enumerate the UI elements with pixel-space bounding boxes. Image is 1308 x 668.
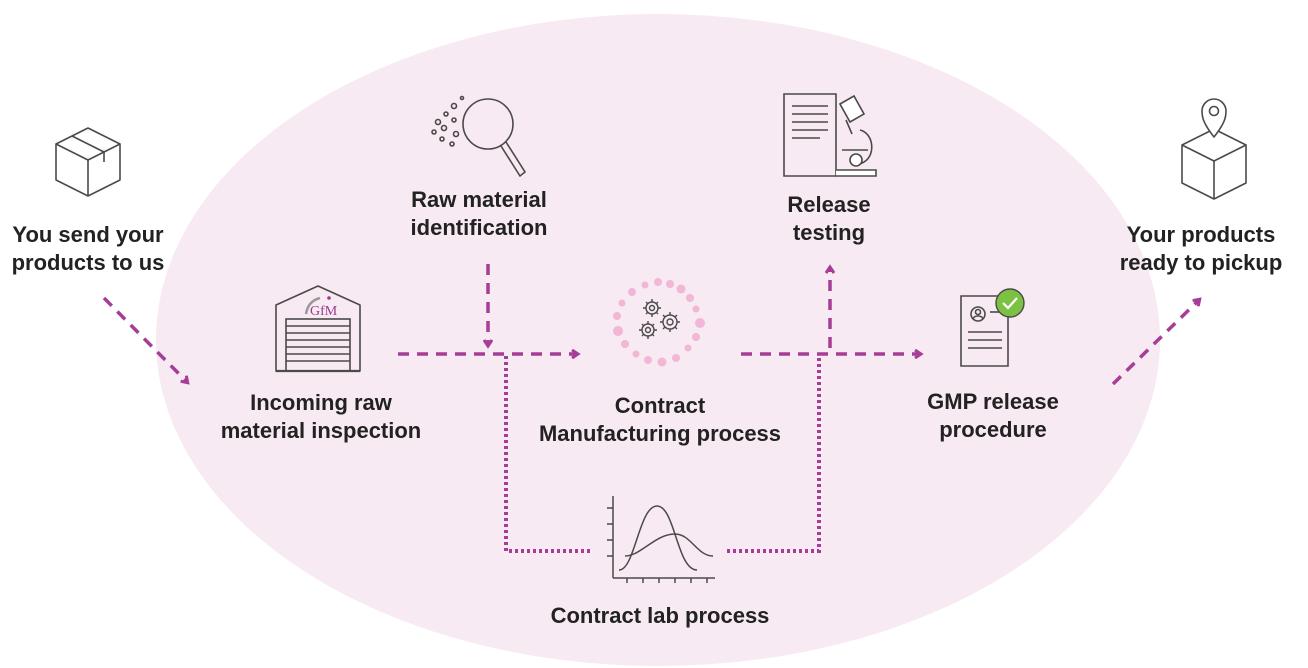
background-ellipse	[156, 14, 1160, 666]
step-send-line1: You send your	[12, 222, 164, 247]
certificate-check-icon	[960, 288, 1025, 367]
document-microscope-icon	[783, 93, 877, 177]
step-gmp-line2: procedure	[939, 417, 1047, 442]
arrow-send-to-incoming	[102, 296, 187, 382]
gears-icon	[613, 278, 705, 367]
step-manufacturing-line2: Manufacturing process	[538, 421, 782, 446]
step-gmp-line1: GMP release	[927, 389, 1059, 414]
step-release-testing-label: Release testing	[787, 191, 870, 247]
step-pickup-line2: ready to pickup	[1119, 250, 1283, 275]
magnifier-icon	[431, 95, 527, 178]
gfm-logo-text: GfM	[310, 304, 338, 319]
step-release-testing-line1: Release	[787, 192, 871, 217]
box-location-pin-icon	[1181, 98, 1247, 200]
step-lab-label: Contract lab process	[551, 602, 770, 630]
step-incoming-line2: material inspection	[220, 418, 422, 443]
step-identification-label: Raw material identification	[411, 186, 548, 242]
step-manufacturing-label: Contract Manufacturing process	[539, 392, 781, 448]
step-incoming-label: Incoming raw material inspection	[221, 389, 422, 445]
lab-branch-right	[727, 356, 821, 553]
step-send-line2: products to us	[11, 250, 165, 275]
arrow-gmp-to-pickup	[1111, 300, 1199, 386]
step-identification-line1: Raw material	[411, 187, 547, 212]
box-icon	[55, 127, 121, 197]
step-pickup-line1: Your products	[1126, 222, 1276, 247]
step-incoming-line1: Incoming raw	[250, 390, 392, 415]
lab-branch-left	[504, 356, 590, 553]
warehouse-icon: GfM	[275, 285, 361, 373]
step-manufacturing-line1: Contract	[614, 393, 706, 418]
step-pickup-label: Your products ready to pickup	[1120, 221, 1283, 277]
step-gmp-label: GMP release procedure	[927, 388, 1059, 444]
step-lab-line1: Contract lab process	[550, 603, 770, 628]
bell-curve-chart-icon	[607, 496, 715, 583]
step-identification-line2: identification	[410, 215, 548, 240]
step-send-label: You send your products to us	[12, 221, 165, 277]
step-release-testing-line2: testing	[792, 220, 866, 245]
